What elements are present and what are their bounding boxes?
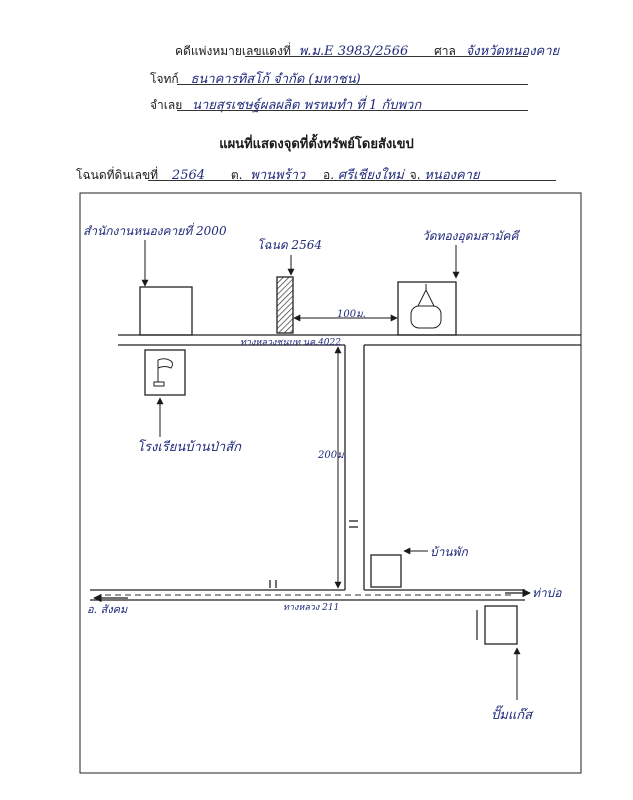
case-underline [245, 56, 528, 57]
distance-100-label: 100ม. [337, 309, 366, 320]
deed-underline [148, 180, 556, 181]
top-road [118, 334, 581, 346]
amphoe-name: ศรีเชียงใหม่ [337, 168, 404, 183]
case-label: คดีแพ่งหมายเลขแดงที่ [175, 44, 291, 58]
defendant-underline [177, 110, 528, 111]
temple-icon [410, 284, 442, 329]
bottom-road-label: ทางหลวง 211 [283, 603, 340, 613]
office-building [139, 286, 193, 336]
defendant-name: นายสุรเชษฐ์ผลผลิต พรหมทำ ที่ 1 กับพวก [192, 98, 422, 113]
map-frame [79, 192, 582, 774]
court-name: จังหวัดหนองคาย [465, 44, 560, 59]
school-building [144, 349, 186, 396]
province-name: หนองคาย [424, 168, 480, 183]
gas-station-label: ปั๊มแก๊ส [491, 708, 533, 723]
defendant-label: จำเลย [150, 98, 183, 112]
plaintiff-label: โจทก์ [150, 72, 179, 86]
house-label: บ้านพัก [430, 545, 468, 559]
plaintiff-underline [177, 84, 528, 85]
top-road-label: ทางหลวงชนบท นค.4022 [240, 338, 341, 348]
map-title: แผนที่แสดงจุดที่ตั้งทรัพย์โดยสังเขป [219, 137, 414, 152]
deed-number: 2564 [171, 168, 206, 183]
plaintiff-name: ธนาคารทิสโก้ จำกัด (มหาชน) [190, 72, 361, 87]
tambon-name: พานพร้าว [250, 168, 306, 183]
temple-label: วัดทองอุดมสามัคคี [422, 229, 519, 243]
case-number-row: คดีแพ่งหมายเลขแดงที่ พ.ม.E 3983/2566 ศาล… [175, 40, 559, 61]
tambon-label: ต. [230, 168, 243, 182]
gas-station-building [484, 605, 518, 645]
office-label: สำนักงานหนองคายที่ 2000 [83, 224, 227, 238]
flag-icon [153, 358, 173, 387]
amphoe-label: อ. [323, 168, 335, 182]
court-label: ศาล [434, 44, 456, 58]
right-destination-label: ท่าบ่อ [532, 586, 562, 600]
defendant-row: จำเลย นายสุรเชษฐ์ผลผลิต พรหมทำ ที่ 1 กับ… [150, 94, 421, 115]
temple-building [397, 281, 457, 336]
province-label: จ. [409, 168, 421, 182]
case-number: พ.ม.E 3983/2566 [298, 44, 409, 59]
deed-label: โฉนดที่ดินเลขที่ [76, 168, 159, 182]
deed-row: โฉนดที่ดินเลขที่ 2564 ต. พานพร้าว อ. ศรี… [76, 164, 480, 185]
bottom-road [90, 580, 525, 601]
house-building [370, 554, 402, 588]
plaintiff-row: โจทก์ ธนาคารทิสโก้ จำกัด (มหาชน) [150, 68, 361, 89]
vertical-road [344, 345, 365, 590]
left-destination-label: อ. สังคม [87, 603, 128, 616]
parcel-label: โฉนด 2564 [257, 238, 322, 252]
school-label: โรงเรียนบ้านป่าสัก [137, 440, 242, 455]
distance-200-label: 200ม. [318, 450, 347, 461]
parcel-shape [276, 276, 294, 334]
